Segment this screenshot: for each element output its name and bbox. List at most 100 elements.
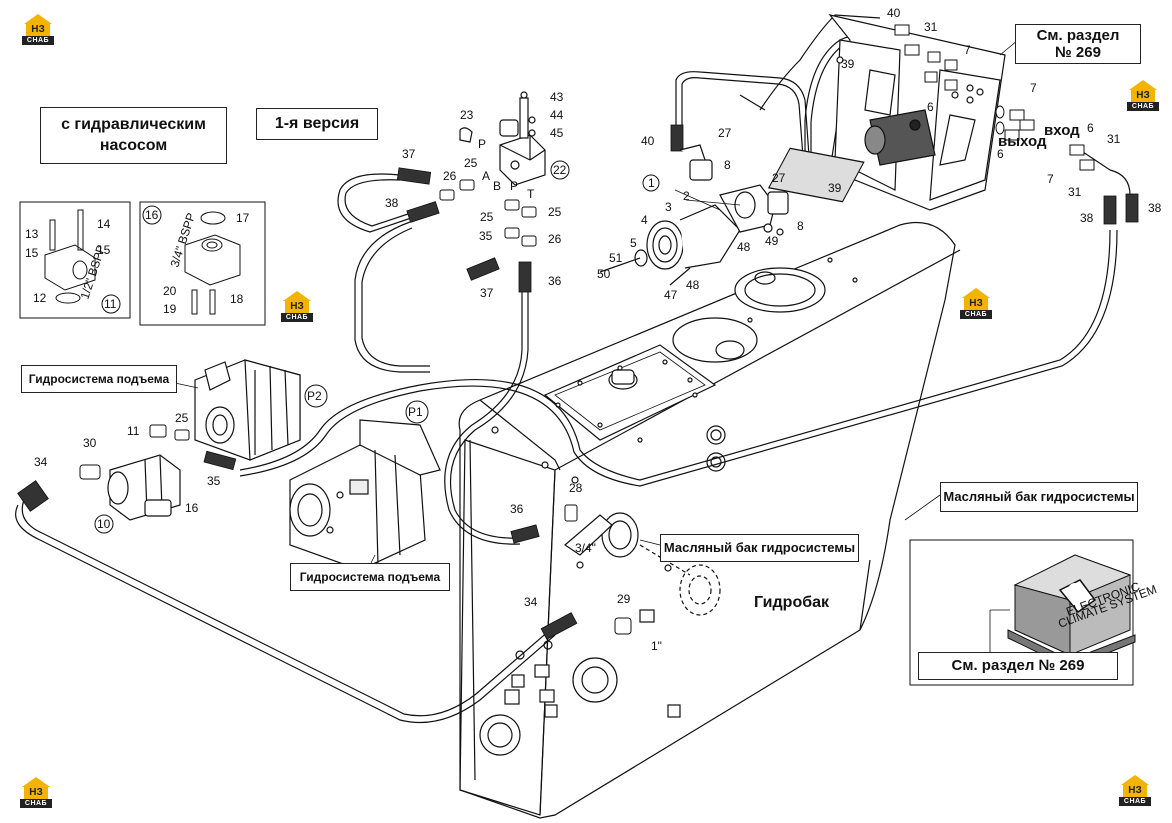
valve-block xyxy=(459,91,546,186)
callout-49: 49 xyxy=(765,234,779,248)
inlet-label: вход xyxy=(1044,122,1080,139)
callout-23: 23 xyxy=(460,108,474,122)
oil-tank-center-box: Масляный бак гидросистемы xyxy=(660,534,859,562)
callout-43: 43 xyxy=(550,90,564,104)
callout-40a: 40 xyxy=(641,134,655,148)
pump-bracket xyxy=(767,14,1006,211)
circle-10: 10 xyxy=(97,517,111,531)
callout-6b: 6 xyxy=(1087,121,1094,135)
callout-48b: 48 xyxy=(737,240,751,254)
callout-25d: 25 xyxy=(175,411,189,425)
circle-p1: P1 xyxy=(408,405,423,419)
callout-38c: 38 xyxy=(1148,201,1162,215)
callout-31a: 31 xyxy=(924,20,938,34)
detail-panel-16 xyxy=(139,201,266,326)
callout-25a: 25 xyxy=(464,156,478,170)
callout-2: 2 xyxy=(683,189,690,203)
callout-35b: 35 xyxy=(207,474,221,488)
lift-pump-p2 xyxy=(194,359,301,461)
callout-20: 20 xyxy=(163,284,177,298)
callout-labels: 43 44 45 23 22 37 26 25 38 25 35 36 37 2… xyxy=(25,6,1162,609)
right-fittings xyxy=(894,24,1095,171)
gear-pump-10 xyxy=(107,454,181,521)
hydraulic-pump-box: с гидравлическим насосом xyxy=(40,107,227,164)
callout-17: 17 xyxy=(236,211,250,225)
leader-lines xyxy=(174,39,1019,655)
port-a: A xyxy=(482,169,490,183)
callout-34a: 34 xyxy=(34,455,48,469)
callout-28: 28 xyxy=(569,481,583,495)
hydraulic-tank xyxy=(458,221,961,819)
callout-31b: 31 xyxy=(1107,132,1121,146)
callout-27a: 27 xyxy=(718,126,732,140)
callout-8b: 8 xyxy=(797,219,804,233)
port-p: P xyxy=(478,137,486,151)
callout-18: 18 xyxy=(230,292,244,306)
callout-51: 51 xyxy=(609,251,623,265)
circled-labels xyxy=(94,160,660,534)
callout-8a: 8 xyxy=(724,158,731,172)
port-letters: P A B P T xyxy=(478,137,535,201)
version-box: 1-я версия xyxy=(256,108,378,140)
callout-12: 12 xyxy=(33,291,47,305)
thread-one-inch: 1" xyxy=(651,639,662,653)
callout-31c: 31 xyxy=(1068,185,1082,199)
callout-48a: 48 xyxy=(686,278,700,292)
see-section-top-box: См. раздел № 269 xyxy=(1015,24,1141,64)
callout-4: 4 xyxy=(641,213,648,227)
callout-5: 5 xyxy=(630,236,637,250)
see-section-bottom-box: См. раздел № 269 xyxy=(918,652,1118,680)
lift-pump-p1 xyxy=(289,419,441,571)
lift-system-left-box: Гидросистема подъема xyxy=(21,365,177,393)
port-b: B xyxy=(493,179,501,193)
circle-1: 1 xyxy=(648,176,655,190)
circle-16: 16 xyxy=(145,208,159,222)
callout-7b: 7 xyxy=(1030,81,1037,95)
circle-p2: P2 xyxy=(307,389,322,403)
callout-19: 19 xyxy=(163,302,177,316)
detail-panel-11 xyxy=(19,201,131,319)
port-p2: P xyxy=(510,179,518,193)
callout-25b: 25 xyxy=(480,210,494,224)
circle-11: 11 xyxy=(104,297,117,311)
callout-3: 3 xyxy=(665,200,672,214)
port-t: T xyxy=(527,187,535,201)
callout-44: 44 xyxy=(550,108,564,122)
callout-38a: 38 xyxy=(385,196,399,210)
callout-36a: 36 xyxy=(548,274,562,288)
callout-30: 30 xyxy=(83,436,97,450)
callout-7a: 7 xyxy=(964,43,971,57)
callout-38b: 38 xyxy=(1080,211,1094,225)
thread-three-quarter: 3/4" xyxy=(575,541,596,555)
callout-15a: 15 xyxy=(25,246,39,260)
pump-assembly xyxy=(599,144,789,286)
callout-6c: 6 xyxy=(997,147,1004,161)
callout-45: 45 xyxy=(550,126,564,140)
callout-25c: 25 xyxy=(548,205,562,219)
callout-50: 50 xyxy=(597,267,611,281)
callout-26b: 26 xyxy=(548,232,562,246)
see-section-top-line2: № 269 xyxy=(1055,44,1101,61)
see-section-top-line1: См. раздел xyxy=(1036,27,1120,44)
callout-36b: 36 xyxy=(510,502,524,516)
callout-39a: 39 xyxy=(828,181,842,195)
hose-fittings xyxy=(79,179,632,635)
callout-37a: 37 xyxy=(402,147,416,161)
callout-29: 29 xyxy=(617,592,631,606)
circle-22: 22 xyxy=(553,163,567,177)
callout-37b: 37 xyxy=(480,286,494,300)
callout-47: 47 xyxy=(664,288,678,302)
callout-13: 13 xyxy=(25,227,39,241)
callout-15b: 15 xyxy=(97,243,111,257)
callout-26a: 26 xyxy=(443,169,457,183)
lift-system-center-box: Гидросистема подъема xyxy=(290,563,450,591)
callout-34b: 34 xyxy=(524,595,538,609)
callout-39b: 39 xyxy=(841,57,855,71)
